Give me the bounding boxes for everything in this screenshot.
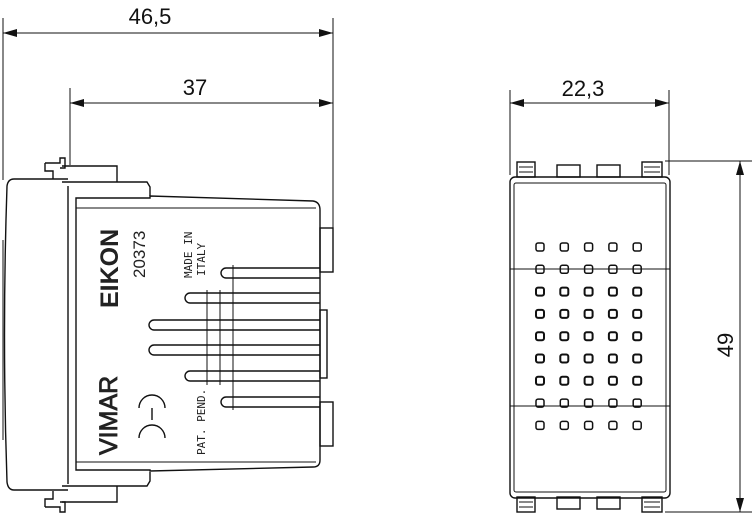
grille-hole [559, 331, 570, 342]
side-view: EIKON 20373 MADE IN ITALY VIMAR PAT. PEN… [2, 157, 334, 513]
grille-hole [535, 286, 545, 297]
grille-hole [632, 242, 642, 252]
dimension-label: 37 [183, 75, 207, 100]
dimension-label: 22,3 [562, 76, 605, 101]
grille-hole [535, 420, 545, 431]
manufacturer-logo: VIMAR [95, 376, 123, 455]
grille-hole [607, 375, 618, 386]
grille-hole [632, 264, 642, 275]
product-code-label: 20373 [130, 231, 149, 278]
grille-hole [583, 308, 594, 319]
grille-hole [535, 242, 545, 252]
grille-hole [559, 308, 570, 319]
dimension-body-depth: 37 [69, 75, 333, 165]
grille-hole [583, 242, 594, 252]
ventilation-slots [148, 265, 320, 410]
grille-hole [632, 420, 642, 431]
grille-hole [608, 420, 618, 431]
grille-hole [559, 264, 570, 275]
dimension-width: 22,3 [509, 76, 670, 175]
grille-hole [607, 353, 618, 364]
front-view [509, 161, 671, 513]
dimension-overall-depth: 46,5 [2, 4, 334, 230]
dimension-height: 49 [665, 160, 752, 513]
grille-hole [559, 242, 570, 252]
grille-hole [559, 420, 570, 431]
grille-hole [632, 398, 642, 408]
grille-hole [583, 375, 594, 386]
brand-series-label: EIKON [96, 229, 124, 308]
dimension-label: 49 [713, 333, 738, 357]
speaker-grille [535, 242, 643, 431]
ce-mark [138, 394, 166, 439]
front-plate [509, 176, 671, 499]
grille-hole [608, 264, 618, 275]
grille-hole [607, 308, 618, 319]
connector-bump [319, 401, 334, 447]
grille-hole [608, 398, 618, 408]
grille-hole [607, 331, 618, 342]
grille-hole [583, 353, 594, 364]
origin-label: MADE IN [182, 232, 195, 278]
grille-hole [559, 398, 570, 408]
grille-hole [632, 375, 643, 386]
bottom-tabs [516, 496, 663, 513]
origin-label: ITALY [195, 243, 208, 276]
grille-hole [583, 264, 594, 275]
grille-hole [632, 353, 643, 364]
grille-hole [583, 331, 594, 342]
grille-hole [583, 420, 594, 431]
dimension-label: 46,5 [129, 4, 172, 29]
top-tabs [516, 161, 663, 178]
grille-hole [583, 286, 594, 297]
grille-hole [535, 331, 545, 342]
grille-hole [608, 242, 618, 252]
grille-hole [559, 286, 570, 297]
grille-hole [535, 353, 545, 364]
patent-label: PAT. PEND. [195, 389, 208, 455]
grille-hole [632, 308, 643, 319]
connector-bump [319, 227, 334, 273]
grille-hole [583, 398, 594, 408]
grille-hole [535, 375, 545, 386]
grille-hole [559, 353, 570, 364]
grille-hole [535, 398, 545, 408]
grille-hole [559, 375, 570, 386]
grille-hole [607, 286, 618, 297]
grille-hole [535, 264, 545, 275]
grille-hole [632, 286, 643, 297]
grille-hole [535, 308, 545, 319]
connector-bump [319, 309, 328, 379]
grille-hole [632, 331, 643, 342]
